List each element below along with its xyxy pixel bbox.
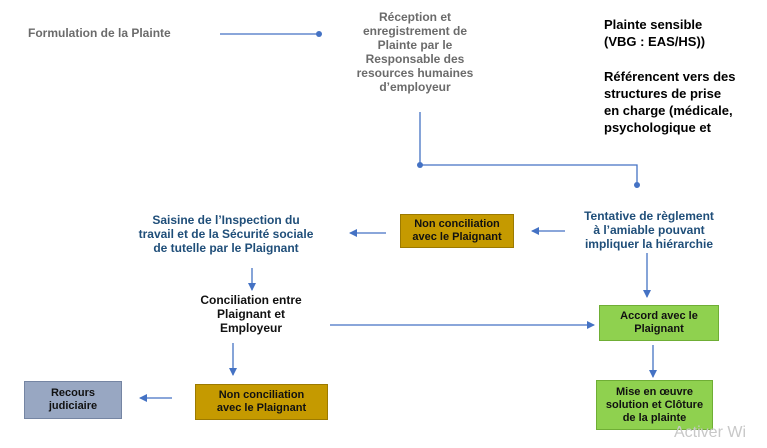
node-mise-en-oeuvre: Mise en œuvre solution et Clôture de la …	[596, 380, 713, 430]
activation-watermark: Activer Wi	[674, 424, 746, 441]
node-non-conciliation-2: Non conciliation avec le Plaignant	[195, 384, 328, 420]
node-formulation: Formulation de la Plainte	[28, 26, 171, 40]
edge-reception-to-tentative	[419, 112, 638, 184]
side-note-referral: Référencent vers des structures de prise…	[604, 69, 736, 135]
node-reception: Réception et enregistrement de Plainte p…	[356, 10, 474, 94]
node-non-conciliation-1: Non conciliation avec le Plaignant	[400, 214, 514, 248]
side-note-sensitive-complaint: Plainte sensible (VBG : EAS/HS))	[604, 17, 706, 49]
connector-dot	[417, 162, 423, 168]
node-saisine-inspection: Saisine de l’Inspection du travail et de…	[138, 213, 314, 255]
connector-dot	[316, 31, 322, 37]
node-recours-judiciaire: Recours judiciaire	[24, 381, 122, 419]
node-tentative-reglement: Tentative de règlement à l’amiable pouva…	[584, 209, 714, 251]
connector-dot	[634, 182, 640, 188]
node-accord: Accord avec le Plaignant	[599, 305, 719, 341]
node-conciliation: Conciliation entre Plaignant et Employeu…	[200, 293, 302, 335]
